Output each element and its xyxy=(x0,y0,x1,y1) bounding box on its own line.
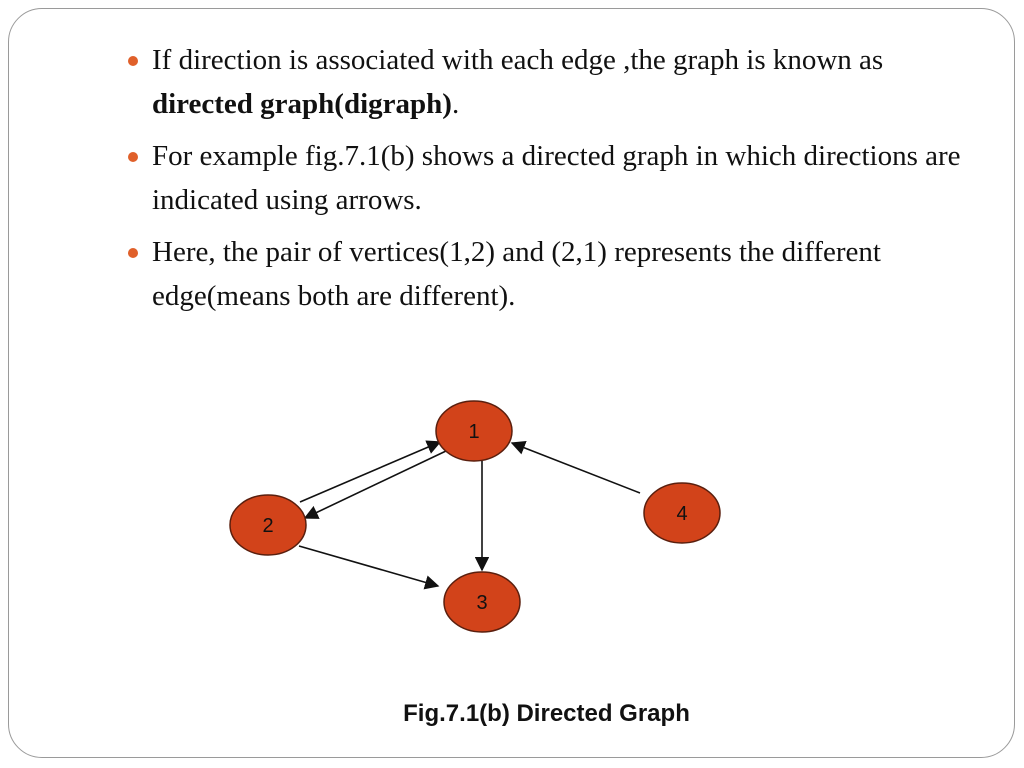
bullet-text: For example fig.7.1(b) shows a directed … xyxy=(152,140,961,216)
bullet-dot-icon xyxy=(128,56,138,66)
bullet-dot-icon xyxy=(128,152,138,162)
node-label: 3 xyxy=(476,592,487,614)
bullet-item: If direction is associated with each edg… xyxy=(126,38,971,126)
node-label: 1 xyxy=(468,421,479,443)
edge-4-to-1 xyxy=(510,441,641,494)
bullet-text: Here, the pair of vertices(1,2) and (2,1… xyxy=(152,236,881,312)
node-ellipse xyxy=(643,482,721,544)
bullet-bold-term: directed graph(digraph) xyxy=(152,88,452,120)
bullet-dot-icon xyxy=(128,248,138,258)
bullet-text: If direction is associated with each edg… xyxy=(152,44,884,76)
figure-caption: Fig.7.1(b) Directed Graph xyxy=(403,700,690,727)
node-label: 2 xyxy=(262,515,273,537)
graph-node-4: 4 xyxy=(643,482,721,544)
slide-frame xyxy=(8,8,1015,758)
graph-node-2: 2 xyxy=(229,494,307,556)
node-ellipse xyxy=(443,571,521,633)
node-ellipse xyxy=(229,494,307,556)
node-ellipse xyxy=(435,400,513,462)
bullet-text-end: . xyxy=(451,88,460,120)
edge-1-to-2 xyxy=(303,450,447,519)
bullet-item: For example fig.7.1(b) shows a directed … xyxy=(126,134,971,222)
bullet-list: If direction is associated with each edg… xyxy=(126,38,971,326)
edge-2-to-3 xyxy=(298,545,440,590)
bullet-item: Here, the pair of vertices(1,2) and (2,1… xyxy=(126,230,971,318)
nodes-layer: 1 2 3 4 xyxy=(229,400,721,633)
edges-layer xyxy=(298,440,641,590)
node-label: 4 xyxy=(676,503,687,525)
edge-2-to-1 xyxy=(299,440,442,503)
graph-node-3: 3 xyxy=(443,571,521,633)
graph-node-1: 1 xyxy=(435,400,513,462)
